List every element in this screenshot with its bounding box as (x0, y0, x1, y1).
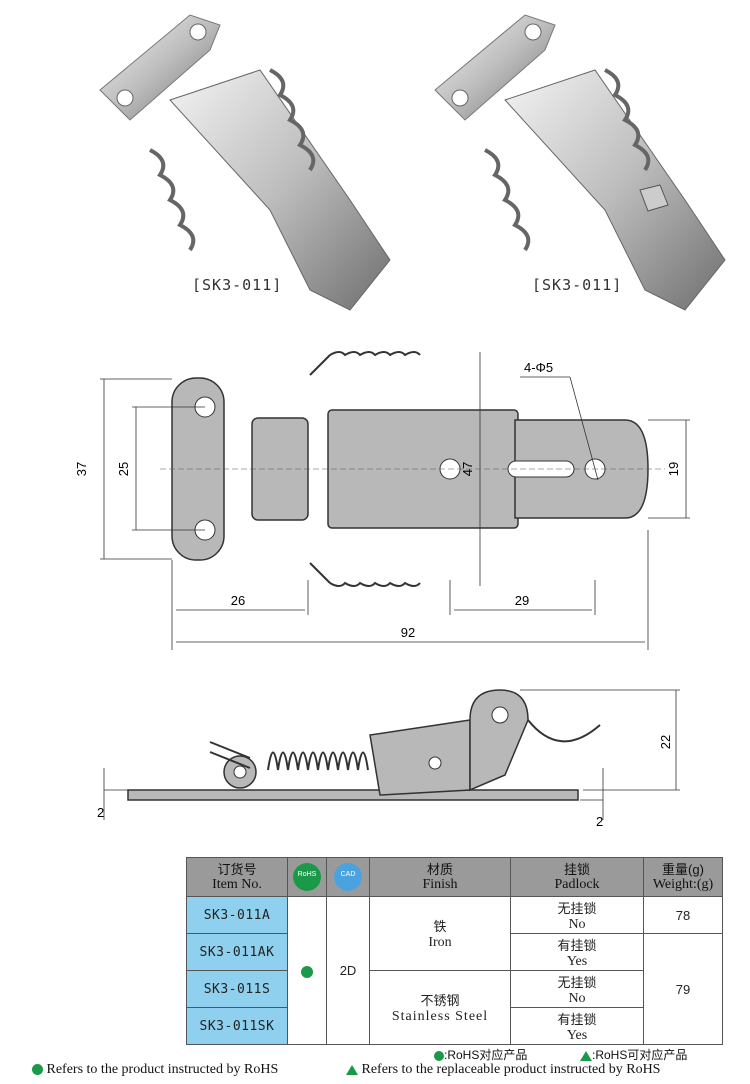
rohs-dot-icon (434, 1050, 444, 1061)
header-rohs: RoHS (287, 857, 327, 897)
cad-icon: CAD (334, 863, 362, 891)
header-cad: CAD (326, 857, 370, 897)
product-photo-2 (434, 14, 726, 311)
finish-ss: 不锈钢 Stainless Steel (369, 970, 511, 1045)
item-no: SK3-011SK (186, 1007, 288, 1045)
dim-2-left: 2 (97, 805, 104, 820)
header-padlock: 挂锁 Padlock (510, 857, 644, 897)
dim-29: 29 (515, 593, 529, 608)
header-padlock-cn: 挂锁 (563, 862, 590, 877)
dim-26: 26 (231, 593, 245, 608)
weight-iron: 78 (643, 896, 723, 934)
dim-47: 47 (460, 462, 475, 476)
item-no: SK3-011AK (186, 933, 288, 971)
table-row: SK3-011A 2D 铁 Iron 无挂锁 No 78 (186, 896, 723, 1045)
photo-1-caption: [SK3-011] (192, 276, 283, 294)
rohs-cell (287, 896, 327, 1045)
dim-2-right: 2 (596, 814, 603, 829)
rohs-icon: RoHS (293, 863, 321, 891)
padlock-en: Yes (566, 1027, 588, 1043)
rohs-dot-icon (301, 965, 313, 978)
legend-replaceable: :RoHS可对应产品 (580, 1046, 687, 1063)
cad-cell: 2D (326, 896, 370, 1045)
dim-22: 22 (658, 735, 673, 749)
padlock-cell: 无挂锁 No (510, 970, 644, 1008)
header-item-cn: 订货号 (217, 862, 257, 877)
photo-2-caption: [SK3-011] (532, 276, 623, 294)
padlock-en: Yes (566, 953, 588, 969)
triangle-icon (580, 1050, 592, 1061)
finish-iron: 铁 Iron (369, 896, 511, 971)
footer-replaceable: Refers to the replaceable product instru… (346, 1062, 660, 1078)
padlock-cn: 有挂锁 (557, 1011, 597, 1027)
table-row: SK3-011S 不锈钢 Stainless Steel 无挂锁 No (186, 970, 723, 1045)
dim-92: 92 (401, 625, 415, 640)
table-row: SK3-011AK 有挂锁 Yes 79 (186, 933, 723, 1045)
weight-ss: 79 (643, 933, 723, 1045)
header-weight-en: Weight:(g) (652, 877, 714, 892)
finish-iron-en: Iron (428, 935, 452, 950)
header-item-en: Item No. (212, 877, 262, 892)
finish-iron-cn: 铁 (433, 919, 447, 934)
finish-ss-cn: 不锈钢 (420, 993, 460, 1008)
padlock-cn: 无挂锁 (557, 974, 597, 990)
legend-rohs: :RoHS对应产品 (434, 1046, 527, 1063)
header-finish: 材质 Finish (369, 857, 511, 897)
dim-19: 19 (666, 462, 681, 476)
padlock-en: No (568, 916, 586, 932)
header-padlock-en: Padlock (554, 877, 600, 892)
padlock-cn: 有挂锁 (557, 937, 597, 953)
finish-ss-en: Stainless Steel (391, 1009, 489, 1024)
padlock-cell: 有挂锁 Yes (510, 1007, 644, 1045)
header-finish-cn: 材质 (426, 862, 453, 877)
header-weight: 重量(g) Weight:(g) (643, 857, 723, 897)
top-view-drawing: 37 25 47 19 26 29 92 4-Φ5 (74, 351, 690, 650)
dim-25: 25 (116, 462, 131, 476)
padlock-cn: 无挂锁 (557, 900, 597, 916)
product-photo-1 (99, 14, 391, 311)
spec-table: 订货号 Item No. RoHS CAD 材质 Finish 挂锁 Padlo… (186, 857, 723, 1045)
table-row: SK3-011SK 有挂锁 Yes (186, 1007, 723, 1045)
footer-rohs: Refers to the product instructed by RoHS (32, 1062, 278, 1078)
padlock-cell: 有挂锁 Yes (510, 933, 644, 971)
rohs-dot-icon (32, 1064, 43, 1076)
triangle-icon (346, 1064, 358, 1075)
item-no: SK3-011A (186, 896, 288, 934)
header-finish-en: Finish (422, 877, 458, 892)
padlock-en: No (568, 990, 586, 1006)
table-header-row: 订货号 Item No. RoHS CAD 材质 Finish 挂锁 Padlo… (186, 857, 723, 897)
dim-37: 37 (74, 462, 89, 476)
side-view-drawing: 22 2 2 (97, 689, 680, 829)
header-item: 订货号 Item No. (186, 857, 288, 897)
item-no: SK3-011S (186, 970, 288, 1008)
padlock-cell: 无挂锁 No (510, 896, 644, 934)
dim-holes: 4-Φ5 (524, 360, 553, 375)
header-weight-cn: 重量(g) (662, 862, 704, 877)
